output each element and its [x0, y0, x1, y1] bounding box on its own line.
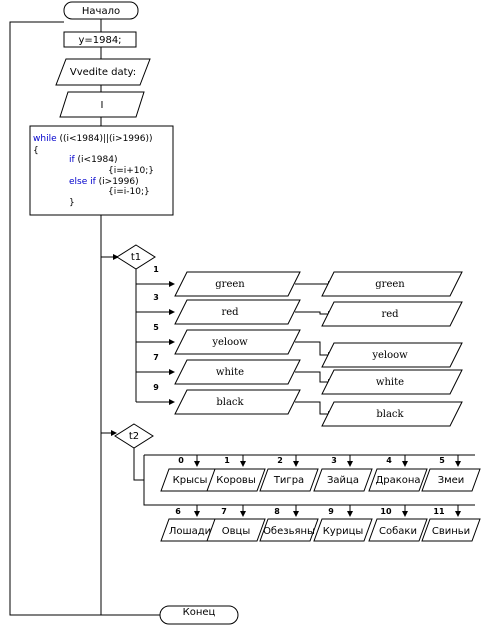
switch2-top-box [206, 468, 266, 492]
switch1-right-box [321, 301, 463, 327]
end-label: Конец [183, 607, 216, 618]
switch1-right-label: green [375, 279, 405, 290]
switch1-decision [116, 244, 156, 270]
switch2-bottom-number: 8 [274, 507, 280, 516]
switch1-right-label: white [376, 377, 404, 388]
switch2-bottom-label: Лошади [169, 526, 211, 537]
switch1-left-label: green [215, 279, 245, 290]
switch1-right-label: yeloow [371, 350, 408, 361]
switch1-var: t1 [131, 252, 141, 263]
while-condition: ((i<1984)||(i>1996)) [57, 134, 153, 144]
switch2-top-box [368, 468, 428, 492]
switch2-decision [114, 423, 154, 449]
switch1-left-label: yeloow [211, 337, 248, 348]
switch1-left-label: black [216, 397, 244, 408]
switch1-right-box [321, 401, 463, 427]
switch2-top-box [313, 468, 373, 492]
switch2-top-box [259, 468, 319, 492]
switch2-top-number: 4 [386, 456, 392, 465]
switch1-case-number: 3 [153, 293, 159, 302]
switch2-bottom-box [313, 518, 373, 542]
switch1-case-number: 1 [153, 265, 159, 274]
switch2-top-number: 1 [224, 456, 230, 465]
labels: Начало y=1984; Vvedite daty: I Конец t1 … [70, 6, 216, 618]
if-condition: (i<1984) [75, 155, 118, 165]
code-close-brace: } [69, 198, 75, 208]
switch2-bottom-number: 6 [175, 507, 181, 516]
switch2-bottom-label: Свиньи [432, 526, 470, 537]
switch1-left-label: white [216, 367, 244, 378]
switch2-top-box [421, 468, 481, 492]
switch2-top-number: 3 [331, 456, 337, 465]
input-block [59, 91, 145, 118]
code-line-while: while ((i<1984)||(i>1996)) [33, 134, 153, 144]
input-label: I [101, 100, 104, 111]
switch2-top-number: 0 [178, 456, 184, 465]
switch1-case-number: 5 [153, 323, 159, 332]
switch1-cases: 1 green green 3 red red 5 yeloow yeloow 7 white whi… [136, 265, 463, 427]
prompt-label: Vvedite daty: [70, 67, 136, 78]
switch1-left-label: red [221, 307, 239, 318]
end-terminal [159, 605, 239, 625]
switch1-left-box [174, 329, 301, 355]
code-line-if: if (i<1984) [69, 155, 118, 165]
switch2-bottom-label: Обезьяны [263, 526, 315, 537]
switch2-top-label: Крысы [173, 475, 208, 486]
switch2-top-label: Коровы [216, 475, 255, 486]
switch2-bottom-label: Овцы [222, 526, 250, 537]
code-open-brace: { [33, 146, 39, 156]
switch1-right-box [321, 271, 463, 297]
switch1-left-box [174, 271, 301, 297]
switch1-left-box [174, 359, 301, 385]
switch2-bottom-label: Собаки [379, 526, 417, 537]
switch1-left-box [174, 389, 301, 415]
code-if-body: {i=i+10;} [108, 166, 154, 176]
switch2-bottom-number: 11 [433, 507, 445, 516]
switch2-top-label: Зайца [327, 475, 359, 486]
switch2-bottom-number: 10 [380, 507, 392, 516]
switch1-right-label: black [376, 409, 404, 420]
switch2-top-number: 5 [439, 456, 445, 465]
code-text: while ((i<1984)||(i>1996)) { if (i<1984)… [33, 134, 154, 208]
start-terminal [63, 1, 139, 20]
switch2-bottom-number: 7 [221, 507, 227, 516]
switch2-bottom-number: 9 [328, 507, 334, 516]
switch2-top-label: Дракона [375, 475, 420, 486]
switch2-top-label: Тигра [273, 475, 304, 486]
switch1-case-number: 9 [153, 383, 159, 392]
switch1-right-box [321, 342, 463, 368]
while-code-block [29, 125, 174, 216]
switch2-bottom-box [259, 518, 319, 542]
switch2-var: t2 [129, 431, 139, 442]
elseif-condition: (i>1996) [96, 177, 139, 187]
if-keyword: if [69, 155, 76, 165]
shapes [29, 1, 239, 625]
switch1-left-box [174, 299, 301, 325]
connectors [9, 19, 475, 616]
code-elseif-body: {i=i-10;} [108, 187, 150, 197]
code-line-elseif: else if (i>1996) [69, 177, 139, 187]
switch1-case-number: 7 [153, 353, 159, 362]
assign-label: y=1984; [78, 35, 121, 46]
prompt-output [55, 58, 151, 86]
switch2-bottom-box [368, 518, 428, 542]
start-label: Начало [82, 6, 120, 17]
switch1-right-box [321, 369, 463, 395]
switch2-top-label: Змеи [438, 475, 465, 486]
while-keyword: while [33, 134, 57, 144]
switch2-top-number: 2 [277, 456, 283, 465]
switch2-bottom-box [421, 518, 481, 542]
switch2-bottom-label: Курицы [323, 526, 364, 537]
switch2-bottom-box [206, 518, 266, 542]
switch1-right-label: red [381, 309, 399, 320]
assign-block [63, 31, 137, 48]
elseif-keyword: else if [69, 177, 97, 187]
